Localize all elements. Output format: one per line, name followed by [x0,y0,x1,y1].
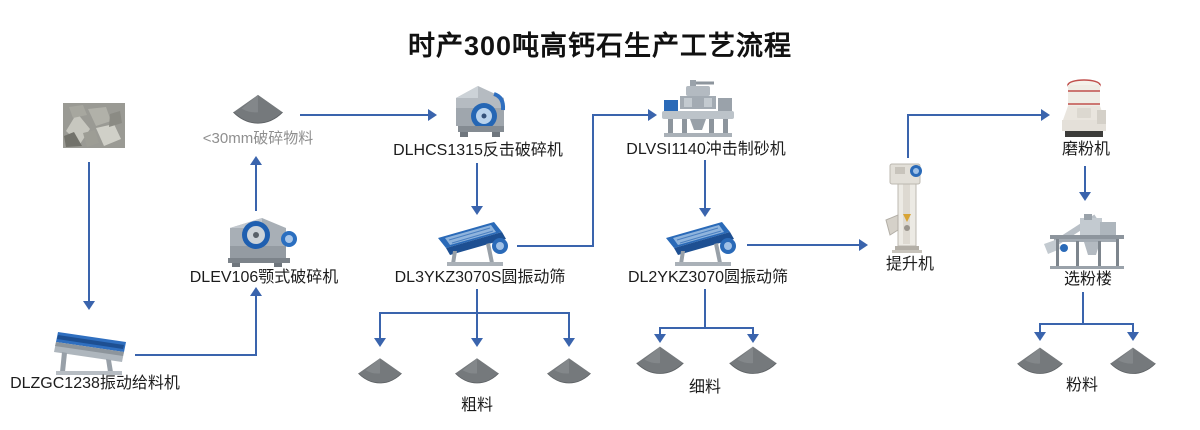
connector-classifier-branch-v [1082,292,1084,325]
jaw-crusher-node [222,212,302,268]
connector-classifier-branch-h [1039,323,1134,325]
connector-screen1-branch-v [476,289,478,314]
connector-screen1-sandmaker-h2 [594,114,648,116]
connector-mill-classifier [1084,166,1086,192]
arrowhead-coarse2 [471,338,483,347]
connector-coarse3-stub [568,312,570,339]
connector-powder1-stub [1039,323,1041,333]
crushed-material-label: <30mm破碎物料 [202,130,314,147]
classifier-node [1038,208,1134,271]
connector-screen2-elevator [747,244,859,246]
arrowhead-coarse3 [563,338,575,347]
screen2-node [664,218,744,268]
arrowhead-fine1 [654,334,666,343]
rock-pile-icon [63,103,125,148]
arrowhead-rock-feeder [83,301,95,310]
connector-rock-feeder [88,162,90,302]
powder-pile-2 [1108,346,1158,376]
sand-maker-label: DLVSI1140冲击制砂机 [626,141,786,158]
connector-elevator-mill-v [907,114,909,158]
impact-crusher-label: DLHCS1315反击破碎机 [393,142,563,159]
screen1-node [436,218,516,268]
screen1-label: DL3YKZ3070S圆振动筛 [394,269,566,286]
connector-jaw-cone [255,165,257,211]
arrowhead-powder1 [1034,332,1046,341]
crushed-material-pile [230,94,286,125]
page-title: 时产300吨高钙石生产工艺流程 [407,31,793,61]
coarse-pile-2 [453,354,501,388]
arrowhead-elevator-mill [1041,109,1050,121]
connector-fine2-stub [752,327,754,335]
impact-crusher-node [448,82,512,142]
sand-maker-node [660,78,736,139]
arrowhead-mill-classifier [1079,192,1091,201]
connector-impact-screen1 [476,163,478,206]
connector-fine1-stub [659,327,661,335]
coarse-pile-1 [356,354,404,388]
vibrating-screen-icon [666,222,736,266]
powder-output-label: 粉料 [1065,377,1098,394]
material-cone-icon [1017,347,1063,374]
mill-node [1057,76,1111,140]
bucket-elevator-icon [885,163,922,253]
connector-elevator-mill-h [909,114,1041,116]
feeder-label: DLZGC1238振动给料机 [10,375,180,392]
fine-pile-1 [634,345,686,376]
impact-crusher-icon [456,86,506,137]
connector-feeder-jaw-h [135,354,257,356]
classifier-building-icon [1044,214,1124,269]
coarse-output-label: 粗料 [460,397,493,414]
connector-coarse1-stub [379,312,381,339]
raw-material-photo [63,103,125,148]
arrowhead-cone-impact [428,109,437,121]
connector-feeder-jaw-v [255,295,257,356]
connector-coarse2-stub [476,312,478,339]
jaw-crusher-label: DLEV106颚式破碎机 [189,269,339,286]
connector-screen1-branch-h [379,312,569,314]
classifier-label: 选粉楼 [1063,271,1112,288]
mill-label: 磨粉机 [1061,141,1110,158]
arrowhead-feeder-jaw [250,287,262,296]
arrowhead-powder2 [1127,332,1139,341]
feeder-node [46,322,138,378]
elevator-label: 提升机 [885,256,934,273]
arrowhead-screen2-elevator [859,239,868,251]
grinding-mill-icon [1062,79,1106,137]
jaw-crusher-icon [228,218,297,267]
elevator-node [883,158,929,255]
material-cone-icon [1110,347,1156,374]
screen2-label: DL2YKZ3070圆振动筛 [627,269,789,286]
connector-screen2-branch-v [704,289,706,329]
arrowhead-impact-screen1 [471,206,483,215]
vibrating-feeder-icon [54,332,126,375]
arrowhead-fine2 [747,334,759,343]
sand-maker-icon [662,80,734,137]
material-cone-icon [455,358,499,384]
arrowhead-jaw-cone [250,156,262,165]
arrowhead-screen1-sandmaker [648,109,657,121]
powder-pile-1 [1015,346,1065,376]
connector-screen1-sandmaker-h1 [517,245,594,247]
material-cone-icon [729,346,777,374]
fine-output-label: 细料 [688,379,721,396]
connector-powder2-stub [1132,323,1134,333]
connector-sandmaker-screen2 [704,160,706,208]
material-cone-icon [547,358,591,384]
coarse-pile-3 [545,354,593,388]
connector-cone-impact [300,114,428,116]
vibrating-screen-icon [438,222,508,266]
arrowhead-sandmaker-screen2 [699,208,711,217]
arrowhead-coarse1 [374,338,386,347]
connector-screen2-branch-h [659,327,754,329]
material-cone-icon [636,346,684,374]
fine-pile-2 [727,345,779,376]
material-cone-icon [233,94,283,124]
connector-screen1-sandmaker-v [592,114,594,247]
material-cone-icon [358,358,402,384]
